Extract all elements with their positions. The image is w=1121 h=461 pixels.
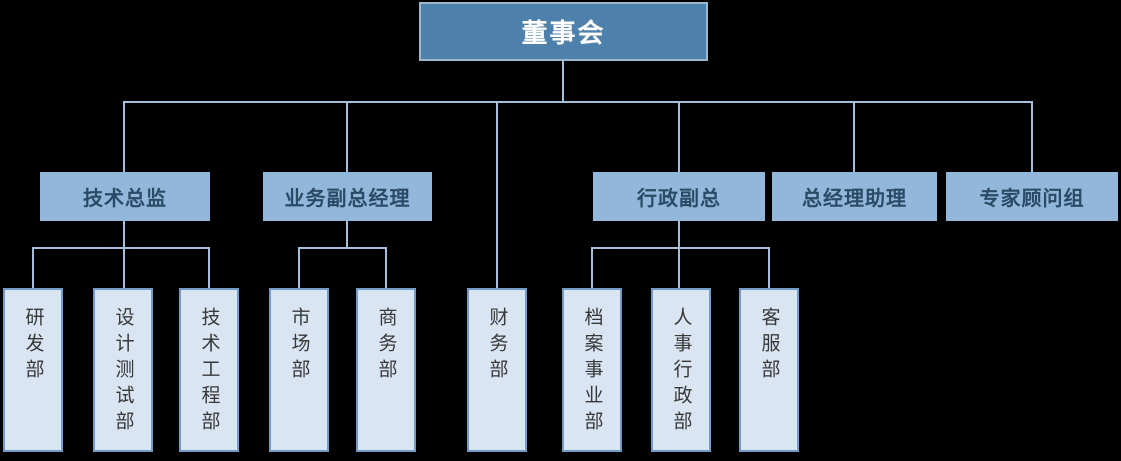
org-node-label: 设计测试部 [112, 307, 135, 437]
org-node-label: 档案事业部 [581, 307, 604, 437]
connector-drop-tech-eng-dept [208, 247, 210, 288]
connector-drop-service-dept [768, 247, 770, 288]
org-node-label: 商务部 [375, 307, 398, 385]
connector-drop-design-test-dept [123, 247, 125, 288]
org-node-tech-director: 技术总监 [40, 172, 210, 221]
connector-drop-admin-deputy [678, 101, 680, 172]
connector-drop-archive-dept [591, 247, 593, 288]
connector-main-rail [123, 101, 1033, 103]
org-node-expert-advisors: 专家顾问组 [946, 172, 1118, 221]
org-node-label: 财务部 [486, 307, 509, 385]
connector-business-stub [346, 221, 348, 247]
org-node-service-dept: 客服部 [739, 288, 799, 452]
org-node-rd-dept: 研发部 [3, 288, 63, 452]
connector-drop-expert-advisors [1031, 101, 1033, 172]
connector-tech-rail [32, 247, 210, 249]
connector-drop-marketing-dept [298, 247, 300, 288]
org-node-archive-dept: 档案事业部 [562, 288, 622, 452]
org-node-admin-deputy: 行政副总 [593, 172, 765, 221]
org-node-finance-dept: 财务部 [467, 288, 527, 452]
org-node-marketing-dept: 市场部 [269, 288, 329, 452]
connector-drop-commerce-dept [385, 247, 387, 288]
connector-drop-gm-assistant [853, 101, 855, 172]
org-node-label: 客服部 [758, 307, 781, 385]
org-node-label: 市场部 [288, 307, 311, 385]
connector-admin-stub [678, 221, 680, 247]
connector-drop-rd-dept [32, 247, 34, 288]
connector-tech-stub [123, 221, 125, 247]
org-node-gm-assistant: 总经理助理 [772, 172, 937, 221]
org-node-label: 研发部 [22, 307, 45, 385]
connector-drop-tech-director [123, 101, 125, 172]
connector-drop-hr-admin-dept [678, 247, 680, 288]
connector-admin-rail [591, 247, 770, 249]
org-node-hr-admin-dept: 人事行政部 [651, 288, 711, 452]
org-node-board: 董事会 [419, 2, 708, 61]
org-node-commerce-dept: 商务部 [356, 288, 416, 452]
connector-business-rail [298, 247, 387, 249]
connector-drop-finance-dept [496, 101, 498, 288]
org-node-design-test-dept: 设计测试部 [93, 288, 153, 452]
connector-drop-business-deputy-gm [346, 101, 348, 172]
org-node-label: 技术工程部 [198, 307, 221, 437]
org-node-tech-eng-dept: 技术工程部 [179, 288, 239, 452]
org-node-business-deputy-gm: 业务副总经理 [263, 172, 432, 221]
org-node-label: 人事行政部 [670, 307, 693, 437]
connector-root-drop [562, 61, 564, 101]
